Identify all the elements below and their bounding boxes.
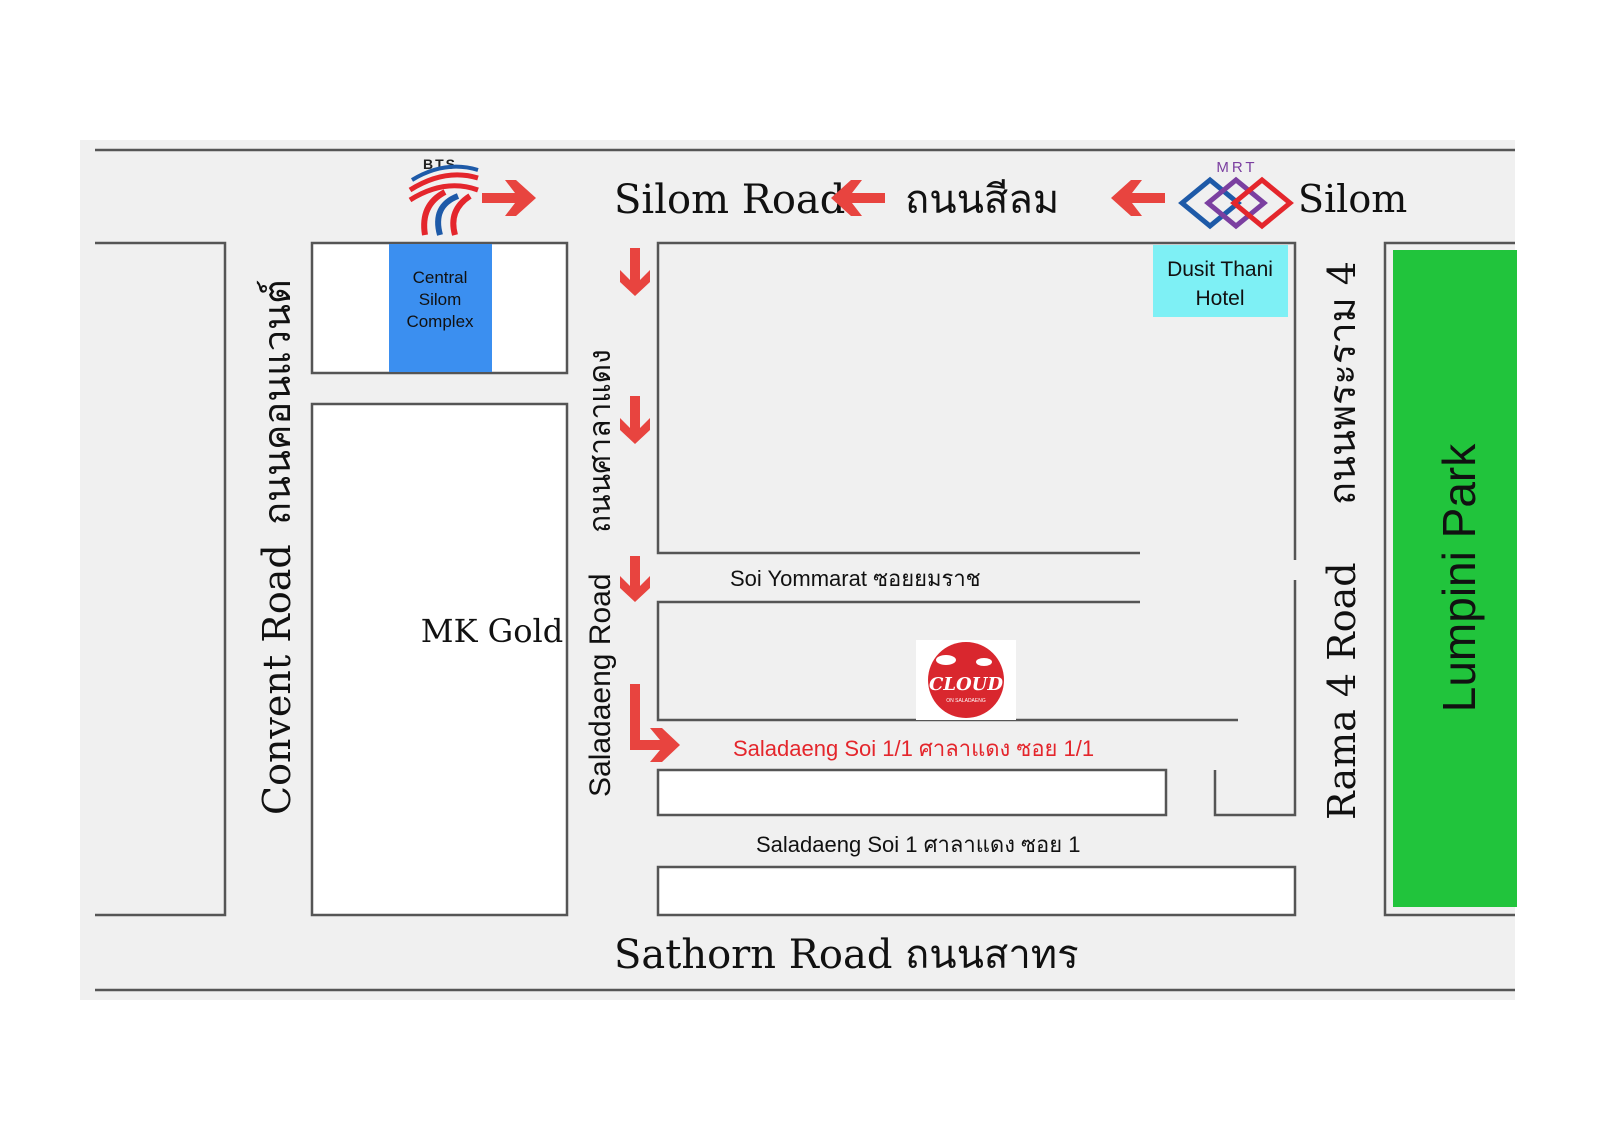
mrt-label: MRT: [1216, 159, 1257, 176]
central-silom-label-2: Silom: [419, 290, 462, 309]
soi-1-1-label: Saladaeng Soi 1/1 ศาลาแดง ซอย 1/1: [733, 736, 1094, 761]
soi-1-block: [656, 865, 1297, 917]
cloud-puff-left: [936, 655, 956, 665]
rama4-road-label: Rama 4 Road: [1320, 562, 1364, 820]
bts-red-arc: [408, 172, 479, 193]
silom-road-thai-label: ถนนสีลม: [905, 177, 1059, 223]
dusit-thani-area: [1153, 245, 1288, 317]
bts-blue-leg: [435, 193, 460, 236]
central-silom-label-1: Central: [413, 268, 468, 287]
west-block: [95, 241, 227, 917]
lumpini-block: [1383, 241, 1515, 917]
cloud-logo: CLOUD ON SALADAENG: [916, 640, 1016, 720]
route-turn-arrow-icon: [630, 684, 680, 762]
bts-red-leg: [421, 189, 447, 236]
soi-yommarat-label: Soi Yommarat ซอยยมราช: [730, 566, 981, 591]
bts-logo: BTS: [408, 156, 479, 236]
lumpini-park-label: Lumpini Park: [1433, 443, 1485, 712]
rama4-corner-block: [1213, 580, 1297, 817]
central-silom-area: [389, 244, 492, 372]
sathorn-road-thai-label: ถนนสาทร: [905, 932, 1079, 978]
saladaeng-road-label: Saladaeng Road: [584, 573, 617, 797]
central-silom-label-3: Complex: [406, 312, 474, 331]
mrt-silom-label: Silom: [1298, 177, 1407, 221]
mrt-diamond-1: [1178, 176, 1242, 230]
mk-gold-label: MK Gold: [421, 612, 563, 650]
mk-gold-block: [310, 402, 569, 917]
dusit-block: [656, 241, 1297, 560]
mrt-diamond-3: [1230, 176, 1294, 230]
mrt-logo: MRT: [1178, 159, 1294, 230]
cloud-logo-text: CLOUD: [929, 674, 1003, 695]
sathorn-road-label: Sathorn Road: [614, 932, 892, 978]
route-down-arrow-2-icon: [620, 396, 650, 444]
convent-road-label: Convent Road: [255, 544, 299, 815]
bts-exit-arrow-icon: [482, 180, 536, 216]
saladaeng-road-thai-label: ถนนศาลาแดง: [584, 349, 617, 533]
silom-road-label: Silom Road: [614, 177, 845, 223]
soi-1-1-block: [656, 768, 1168, 817]
dusit-thani-label-2: Hotel: [1195, 287, 1244, 310]
convent-road-thai-label: ถนนคอนแวนต์: [255, 279, 299, 525]
bts-blue-arc: [410, 164, 479, 182]
cloud-puff-right: [976, 658, 992, 666]
bts-red-leg-2: [450, 193, 472, 236]
lumpini-park-area: [1393, 250, 1517, 907]
route-down-arrow-3-icon: [620, 556, 650, 602]
dusit-thani-label-1: Dusit Thani: [1167, 258, 1273, 281]
soi-1-label: Saladaeng Soi 1 ศาลาแดง ซอย 1: [756, 832, 1080, 857]
route-down-arrow-1-icon: [620, 248, 650, 296]
mrt-exit-arrow-icon: [1111, 180, 1165, 216]
bts-red-arc-2: [408, 183, 479, 203]
silom-left-arrow-icon: [831, 180, 885, 216]
mrt-diamond-2: [1204, 176, 1268, 230]
cloud-logo-subtext: ON SALADAENG: [946, 698, 986, 704]
rama4-road-thai-label: ถนนพระราม 4: [1320, 261, 1364, 505]
